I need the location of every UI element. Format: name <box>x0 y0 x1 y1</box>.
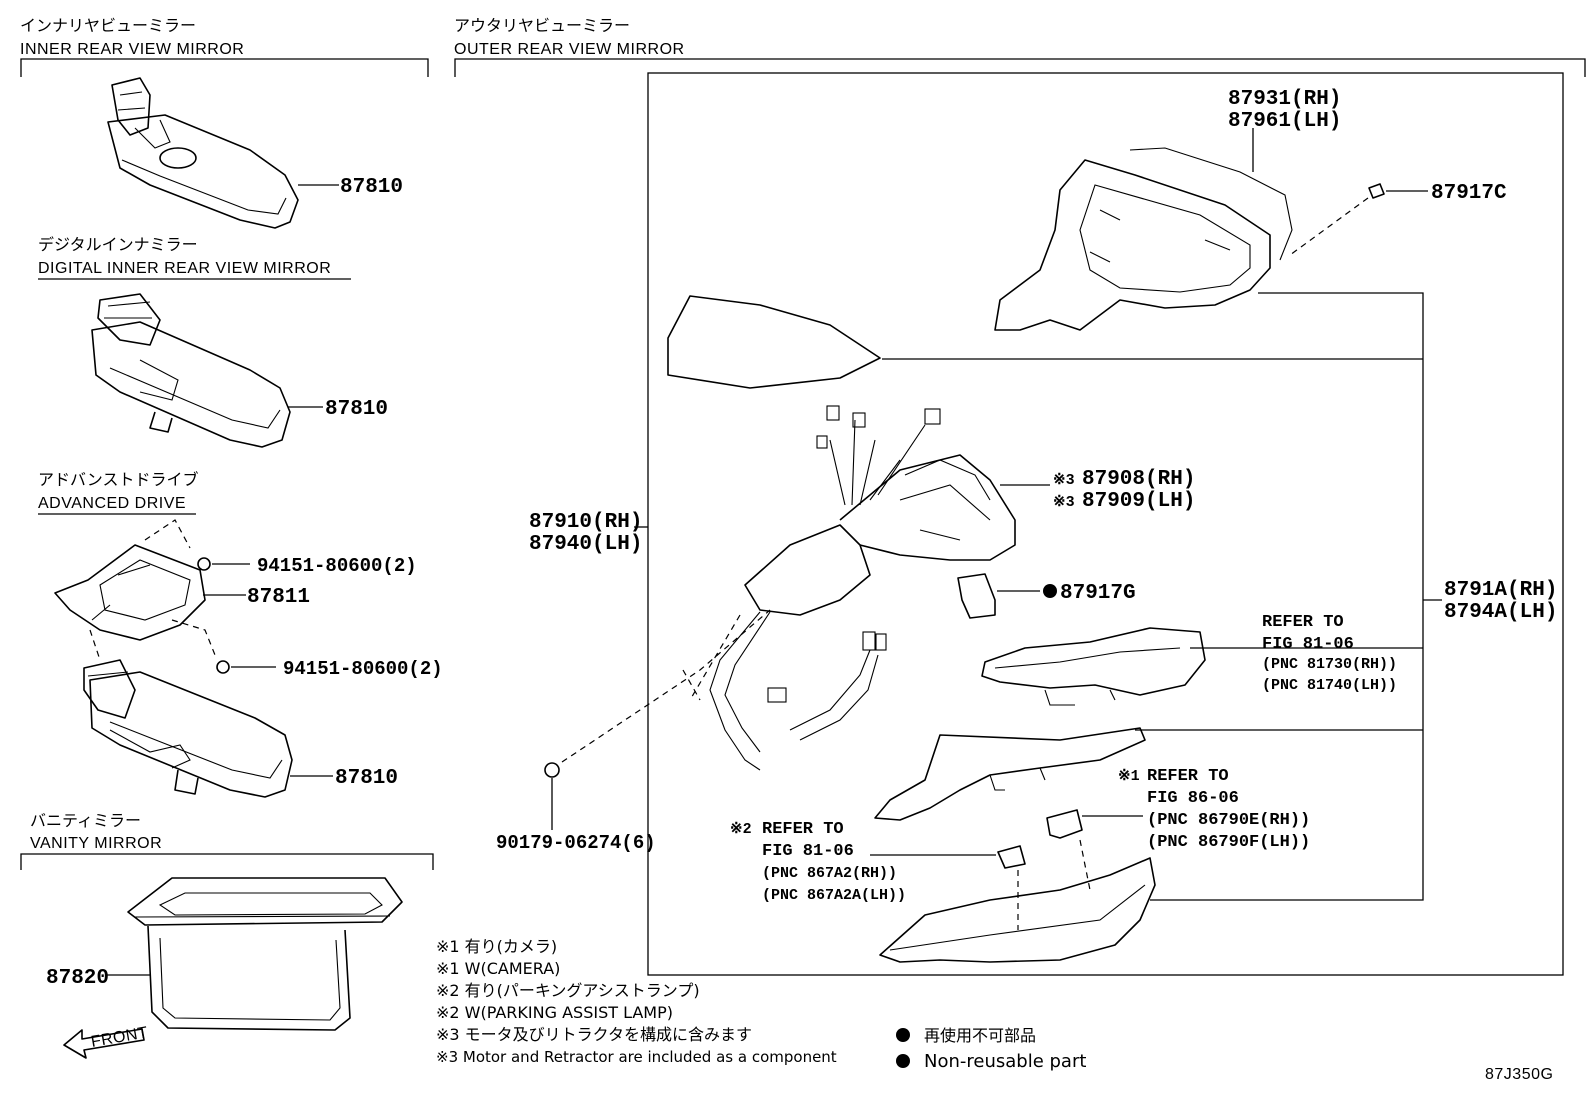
inner-mirror-bracket <box>20 58 429 77</box>
part-number-8791a: 8791A(RH) <box>1444 579 1557 602</box>
advanced-drive-title-en: ADVANCED DRIVE <box>38 495 186 512</box>
digital-mirror-title-jp: デジタルインナミラー <box>38 235 198 254</box>
screw-87917c-icon <box>1368 183 1385 199</box>
ref1-line4: (PNC 81740(LH)) <box>1262 677 1397 694</box>
parking-lamp-drawing <box>997 845 1026 869</box>
legend-en: Non-reusable part <box>924 1051 1086 1072</box>
ref3-line4: (PNC 867A2A(LH)) <box>762 887 906 904</box>
ref3-line2: FIG 81-06 <box>762 842 854 861</box>
ref3-mark: ※2 <box>730 821 752 838</box>
outer-mirror-title-en: OUTER REAR VIEW MIRROR <box>454 41 685 58</box>
part-number-87917c: 87917C <box>1431 182 1507 205</box>
harness-dashed <box>682 614 741 701</box>
part-number-94151-b: 94151-80600(2) <box>283 658 443 680</box>
lower-cover-dashed <box>1017 839 1091 930</box>
non-reusable-bullet-icon <box>1043 584 1057 598</box>
pad-87917g-drawing <box>957 573 996 619</box>
nut-icon-b <box>216 660 230 674</box>
ref3-line3: (PNC 867A2(RH)) <box>762 865 897 882</box>
part-number-87910: 87910(RH) <box>529 511 642 534</box>
part-number-87909: 87909(LH) <box>1082 490 1195 513</box>
vanity-mirror-title-en: VANITY MIRROR <box>30 835 162 852</box>
front-arrow-icon <box>63 1028 145 1059</box>
note-1-jp: ※1 有り(カメラ) <box>436 937 557 956</box>
part-number-87931: 87931(RH) <box>1228 88 1341 111</box>
turn-lamp-drawing <box>981 627 1206 706</box>
digital-mirror-title-en: DIGITAL INNER REAR VIEW MIRROR <box>38 260 331 277</box>
camera-drawing <box>1046 809 1083 839</box>
advanced-drive-title-jp: アドバンストドライブ <box>38 470 198 489</box>
bullet-icon-legend-a <box>896 1028 910 1042</box>
inner-mirror-title-en: INNER REAR VIEW MIRROR <box>20 41 244 58</box>
inner-mirror-drawing <box>107 77 299 229</box>
part-number-87810-b: 87810 <box>325 398 388 421</box>
note-3-jp: ※3 モータ及びリトラクタを構成に含みます <box>436 1025 752 1044</box>
note-2-en: ※2 W(PARKING ASSIST LAMP) <box>436 1003 673 1022</box>
advanced-drive-mirror-drawing <box>83 659 293 798</box>
ref2-line4: (PNC 86790F(LH)) <box>1147 833 1310 852</box>
note-2-jp: ※2 有り(パーキングアシストランプ) <box>436 981 700 1000</box>
part-number-8794a: 8794A(LH) <box>1444 601 1557 624</box>
part-number-87961: 87961(LH) <box>1228 110 1341 133</box>
digital-mirror-drawing <box>91 293 291 448</box>
lower-cover-drawing <box>879 857 1156 963</box>
bullet-icon-legend-b <box>896 1054 910 1068</box>
legend-jp: 再使用不可部品 <box>924 1026 1036 1045</box>
retractor-harness-drawing <box>709 405 1016 771</box>
screw-icon <box>544 762 560 778</box>
outer-mirror-assembly-box <box>647 72 1564 976</box>
outer-mirror-bracket <box>454 58 1586 77</box>
inner-mirror-title-jp: インナリヤビューミラー <box>20 16 196 35</box>
part-number-87820: 87820 <box>46 967 109 990</box>
front-label: FRONT <box>90 1024 150 1051</box>
part-number-87811: 87811 <box>247 586 310 609</box>
part-number-87917g: 87917G <box>1060 582 1136 605</box>
vanity-mirror-title-jp: バニティミラー <box>30 811 141 830</box>
ref2-mark: ※1 <box>1118 768 1140 785</box>
part-number-87908: 87908(RH) <box>1082 468 1195 491</box>
under-cover-drawing <box>874 727 1146 821</box>
nut-icon-a <box>197 557 211 571</box>
part-number-90179: 90179-06274(6) <box>496 832 656 854</box>
ref2-line2: FIG 86-06 <box>1147 789 1239 808</box>
mirror-housing-drawing <box>994 147 1293 331</box>
advanced-drive-dashed-lines <box>89 519 216 661</box>
ref1-line1: REFER TO <box>1262 613 1344 632</box>
part-number-94151-a: 94151-80600(2) <box>257 555 417 577</box>
screw-dashed-line <box>561 609 771 763</box>
mark-87908: ※3 <box>1053 472 1075 489</box>
mark-87909: ※3 <box>1053 494 1075 511</box>
ref2-line3: (PNC 86790E(RH)) <box>1147 811 1310 830</box>
assembly-bracket-line <box>1150 292 1424 901</box>
figure-id: 87J350G <box>1485 1066 1553 1083</box>
note-3-en: ※3 Motor and Retractor are included as a… <box>436 1048 837 1066</box>
ref1-line2: FIG 81-06 <box>1262 635 1354 654</box>
vanity-mirror-bracket <box>20 853 434 870</box>
vanity-mirror-drawing <box>127 877 403 1031</box>
mirror-glass-drawing <box>667 295 881 389</box>
note-1-en: ※1 W(CAMERA) <box>436 959 560 978</box>
part-number-87810-a: 87810 <box>340 176 403 199</box>
outer-mirror-title-jp: アウタリヤビューミラー <box>454 16 630 35</box>
ref1-line3: (PNC 81730(RH)) <box>1262 656 1397 673</box>
part-number-87940: 87940(LH) <box>529 533 642 556</box>
part-number-87810-c: 87810 <box>335 767 398 790</box>
ref2-line1: REFER TO <box>1147 767 1229 786</box>
screw-87917c-dashed <box>1289 197 1369 256</box>
ref3-line1: REFER TO <box>762 820 844 839</box>
advanced-drive-bracket-drawing <box>54 544 206 641</box>
